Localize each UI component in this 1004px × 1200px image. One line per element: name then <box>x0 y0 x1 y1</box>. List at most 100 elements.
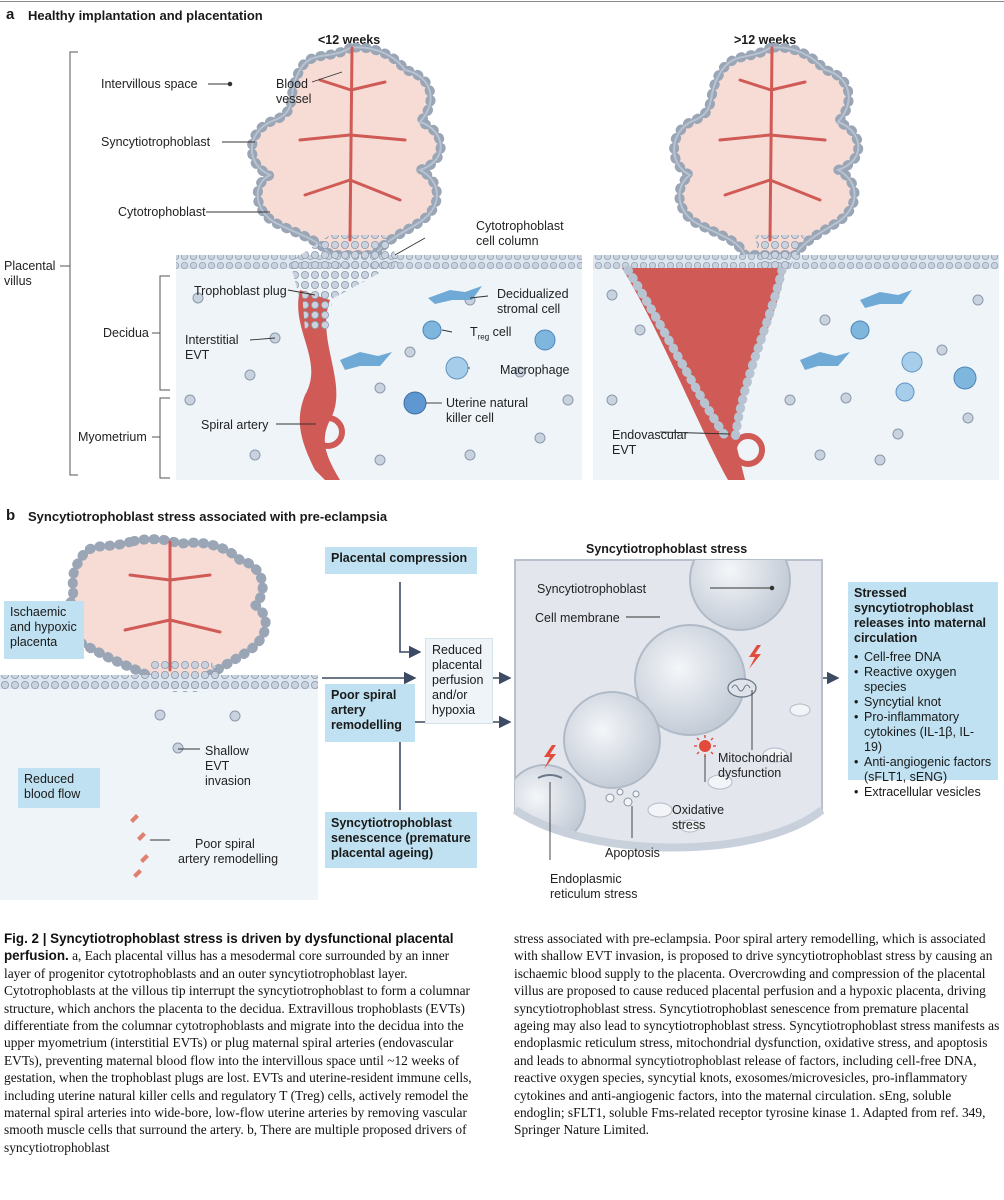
release-title: Stressed syncytiotrophoblast releases in… <box>854 586 987 645</box>
er-lightning <box>544 745 556 769</box>
caption-fig-label: Fig. 2 | Syncytiotrophoblast stress is d… <box>4 931 454 964</box>
cell-membrane-arc <box>512 806 825 852</box>
label-treg-cell: Treg cell <box>470 325 511 345</box>
label-oxidative-line2: stress <box>672 818 706 832</box>
label-cell-column: Cytotrophoblast cell column <box>476 219 564 249</box>
stromal-cell-left <box>428 286 482 304</box>
label-oxidative-line1: Oxidative <box>672 803 725 817</box>
label-cell-column-line2: cell column <box>476 234 539 248</box>
oxidative-burst <box>699 740 711 752</box>
decidua-tissue-left <box>176 268 582 480</box>
reduced-perfusion-box: Reduced placental perfusion and/or hypox… <box>425 638 493 724</box>
cytotrophoblast-cell-column <box>290 235 400 300</box>
label-placental-villus: Placental villus <box>4 259 55 289</box>
right-scattered-cells <box>606 289 984 466</box>
caption-left-column: Fig. 2 | Syncytiotrophoblast stress is d… <box>4 930 478 1156</box>
label-unk-line1: Uterine natural <box>446 396 528 410</box>
decidua-bracket <box>152 275 170 391</box>
compressed-villus <box>58 534 271 687</box>
label-interstitial-line1: Interstitial <box>185 333 239 347</box>
release-list: Cell-free DNA Reactive oxygen species Sy… <box>854 650 992 800</box>
caption-right-column: stress associated with pre-eclampsia. Po… <box>514 931 1000 1138</box>
apoptosis-fragments <box>605 788 640 807</box>
reduced-blood-flow-box: Reduced blood flow <box>18 768 100 808</box>
label-blood-vessel-line2: vessel <box>276 92 312 106</box>
label-placental-villus-line2: villus <box>4 274 32 288</box>
label-decidualized-line2: stromal cell <box>497 302 561 316</box>
unk-cell-left <box>403 391 427 415</box>
endovascular-evt-lining <box>623 265 733 445</box>
label-cytotrophoblast: Cytotrophoblast <box>118 205 206 219</box>
label-shallow-evt-invasion: Shallow EVT invasion <box>205 744 251 789</box>
right-cell-column <box>755 235 805 268</box>
mitochondrion <box>727 678 757 698</box>
label-blood-vessel: Blood vessel <box>276 77 311 107</box>
release-item: Extracellular vesicles <box>854 785 992 800</box>
panel-b-illustration <box>0 534 840 900</box>
nucleus-3 <box>563 691 661 789</box>
top-rule <box>0 1 1004 2</box>
panel-a-illustration <box>60 42 999 480</box>
panel-b-title: Syncytiotrophoblast stress associated wi… <box>28 509 388 524</box>
label-mito-line1: Mitochondrial <box>718 751 793 765</box>
label-endovascular-line1: Endovascular <box>612 428 688 442</box>
mito-lightning <box>749 645 761 669</box>
panel-b-letter: b <box>6 507 16 524</box>
macrophage-left <box>445 356 469 380</box>
label-er-line2: reticulum stress <box>550 887 638 901</box>
release-item: Reactive oxygen species <box>854 665 992 695</box>
label-cell-membrane: Cell membrane <box>535 611 620 625</box>
label-placental-villus-line1: Placental <box>4 259 56 273</box>
label-intervillous-space: Intervillous space <box>101 77 198 91</box>
label-macrophage: Macrophage <box>500 363 570 377</box>
trophoblast-plug <box>302 292 332 330</box>
label-syncytiotrophoblast-a: Syncytiotrophoblast <box>101 135 211 149</box>
treg-cells <box>422 320 556 351</box>
label-blood-vessel-line1: Blood <box>276 77 308 91</box>
label-treg-t: T <box>470 325 478 339</box>
label-mitochondrial-dysfunction: Mitochondrial dysfunction <box>718 751 792 781</box>
release-item: Pro-inflammatory cytokines (IL-1β, IL-19… <box>854 710 992 755</box>
label-cell-column-line1: Cytotrophoblast <box>476 219 564 233</box>
label-mito-line2: dysfunction <box>718 766 782 780</box>
release-item: Syncytial knot <box>854 695 992 710</box>
label-decidualized-stromal-cell: Decidualized stromal cell <box>497 287 569 317</box>
column-title-over-12-weeks: >12 weeks <box>734 33 797 47</box>
label-endovascular-evt: Endovascular EVT <box>612 428 688 458</box>
label-poor-line1: Poor spiral <box>195 837 255 851</box>
release-item: Anti-angiogenic factors (sFLT1, sENG) <box>854 755 992 785</box>
label-unk-cell: Uterine natural killer cell <box>446 396 528 426</box>
stromal-cell-left-2 <box>340 352 392 370</box>
panel-a-letter: a <box>6 6 15 23</box>
label-interstitial-evt: Interstitial EVT <box>185 333 239 363</box>
placental-villus-bracket <box>60 51 78 476</box>
villus-blood-vessel-left <box>298 46 407 242</box>
myometrium-bracket <box>152 397 170 479</box>
label-treg-cell-text: cell <box>489 325 512 339</box>
label-er-line1: Endoplasmic <box>550 872 622 886</box>
label-syncytiotrophoblast-b: Syncytiotrophoblast <box>537 582 647 596</box>
label-apoptosis: Apoptosis <box>605 846 660 860</box>
label-shallow-line2: EVT <box>205 759 230 773</box>
villus-blood-vessel-right <box>718 46 827 242</box>
nucleus-1 <box>689 560 791 631</box>
label-shallow-line3: invasion <box>205 774 251 788</box>
ischaemic-hypoxic-box: Ischaemic and hypoxic placenta <box>4 601 84 659</box>
label-spiral-artery: Spiral artery <box>201 418 269 432</box>
label-unk-line2: killer cell <box>446 411 494 425</box>
label-treg-sub: reg <box>477 332 490 342</box>
label-poor-line2: artery remodelling <box>178 852 279 866</box>
release-box: Stressed syncytiotrophoblast releases in… <box>848 582 998 800</box>
stress-panel-title: Syncytiotrophoblast stress <box>586 542 748 556</box>
poor-remodelling-marks <box>130 814 149 878</box>
label-trophoblast-plug: Trophoblast plug <box>194 284 287 298</box>
spiral-artery-left <box>298 290 340 480</box>
label-endovascular-line2: EVT <box>612 443 637 457</box>
label-poor-spiral-remodelling: Poor spiral artery remodelling <box>178 837 278 867</box>
release-item: Cell-free DNA <box>854 650 992 665</box>
poor-spiral-artery-box: Poor spiral artery remodelling <box>325 684 415 742</box>
placental-compression-box: Placental compression <box>325 547 477 574</box>
placental-villus-right <box>669 42 864 260</box>
label-shallow-line1: Shallow <box>205 744 249 758</box>
label-interstitial-line2: EVT <box>185 348 210 362</box>
